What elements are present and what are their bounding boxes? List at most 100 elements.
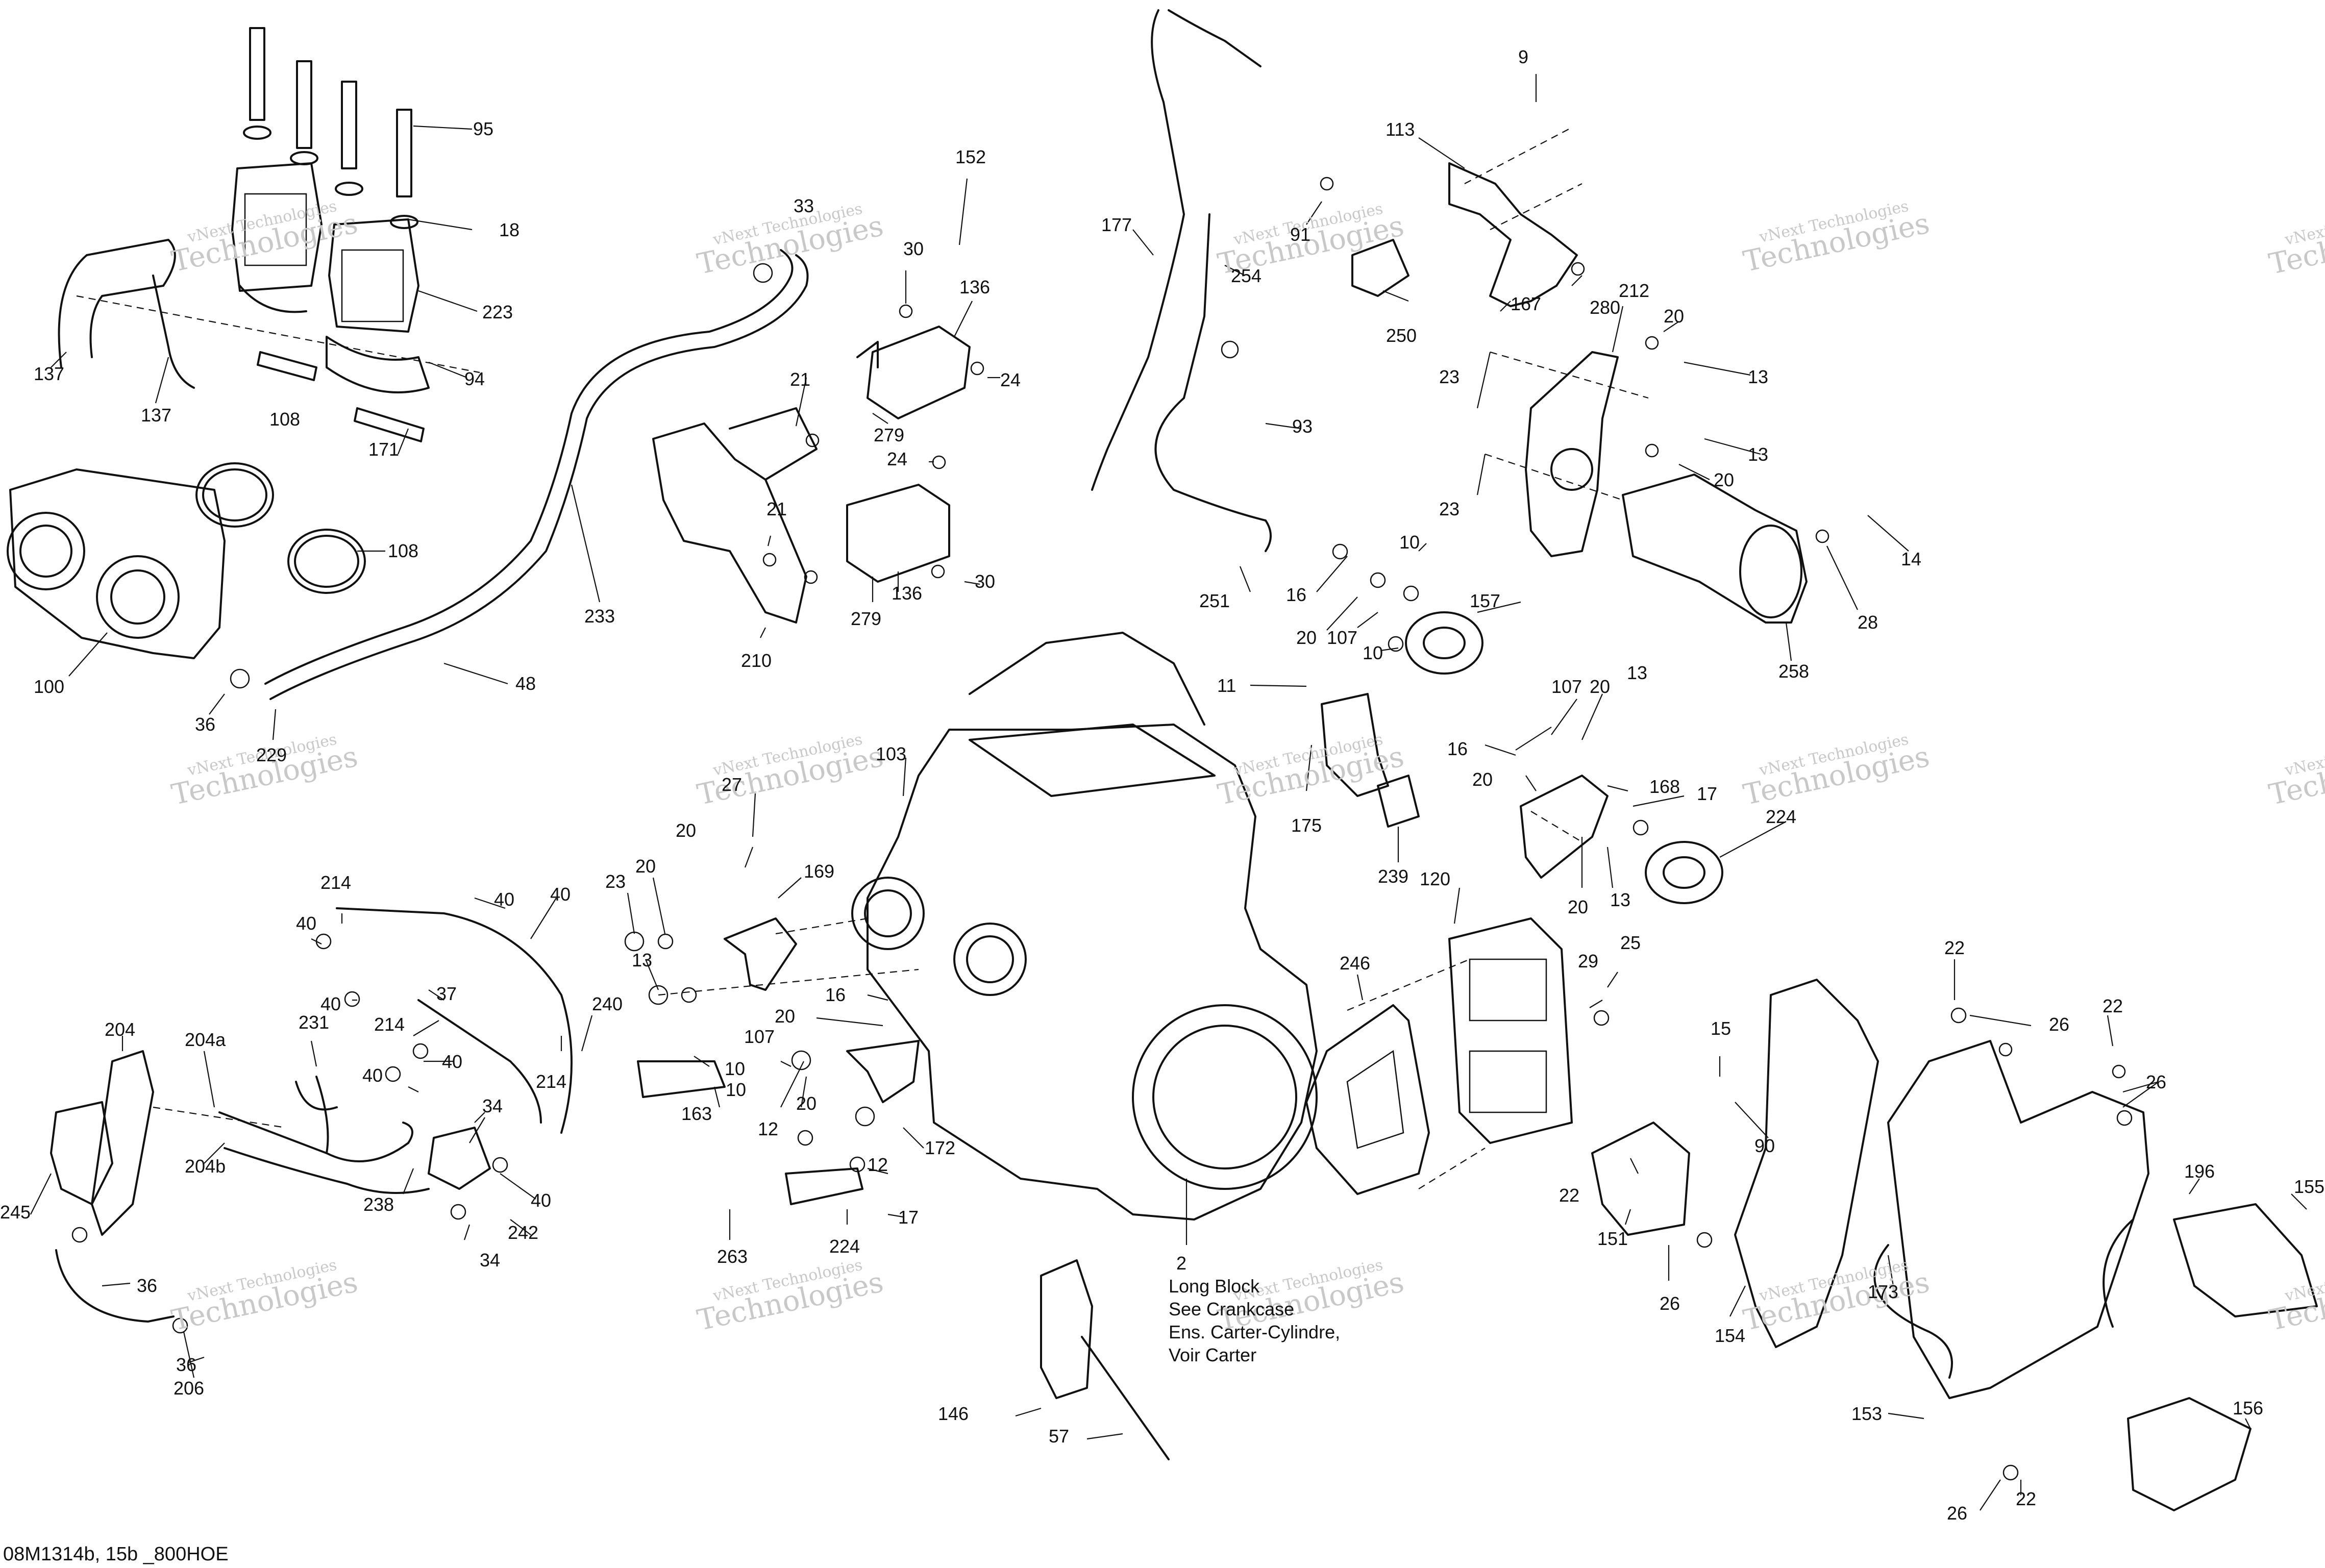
throttle-cable [1091, 9, 1262, 491]
engine-mount-157 [1405, 611, 1483, 675]
callout-label: 24 [1000, 369, 1021, 390]
bracket-top-right [1351, 162, 1578, 307]
callout-label: 229 [256, 744, 287, 765]
callout-label: 16 [825, 984, 846, 1005]
callout-label: 91 [1290, 224, 1310, 245]
watermark-line2: Technologies [2266, 209, 2325, 281]
callout-label: 223 [482, 302, 513, 322]
callout-label: 29 [1578, 951, 1598, 972]
callout-label: 40 [296, 913, 316, 934]
callout-label: 263 [717, 1246, 748, 1267]
callout-label: 100 [34, 676, 64, 697]
vent-hose [1154, 397, 1272, 552]
long-block-note: 2 Long Block See Crankcase Ens. Carter-C… [1169, 1253, 1340, 1365]
part-drawings [7, 9, 2318, 1511]
callout-labels: 95 18 223 94 171 137 137 108 108 100 36 … [0, 46, 2324, 1524]
callout-label: 214 [320, 872, 351, 893]
callout-label: 24 [887, 449, 907, 469]
callout-label: 40 [442, 1051, 462, 1072]
callout-label: 25 [1620, 932, 1641, 953]
oil-dipstick [1040, 1259, 1170, 1460]
callout-label: 108 [388, 540, 418, 561]
callout-label: 17 [1697, 783, 1717, 804]
callout-label: 245 [0, 1202, 31, 1223]
callout-label: 240 [592, 993, 623, 1014]
callout-label: 231 [299, 1012, 329, 1033]
callout-label: 250 [1386, 325, 1417, 346]
callout-label: 23 [1439, 499, 1460, 519]
bracket-246 [1305, 1004, 1430, 1195]
callout-label: 26 [2146, 1072, 2166, 1092]
callout-label: 21 [766, 499, 787, 519]
callout-label: 155 [2294, 1176, 2324, 1197]
callout-label: 30 [903, 238, 924, 259]
callout-label: 163 [681, 1103, 712, 1124]
starter-mount [1525, 351, 1619, 557]
ignition-bolts [243, 27, 418, 229]
callout-label: 22 [2016, 1488, 2036, 1509]
callout-label: 224 [1766, 806, 1796, 827]
side-panels [1734, 979, 2318, 1511]
callout-label: 10 [725, 1058, 745, 1079]
callout-label: 48 [515, 673, 536, 694]
callout-label: 12 [758, 1118, 778, 1139]
callout-label: 21 [790, 369, 810, 390]
callout-label: 153 [1851, 1403, 1882, 1424]
callout-label: 28 [1858, 612, 1878, 633]
callout-label: 107 [1327, 627, 1357, 648]
callout-label: 34 [482, 1096, 503, 1116]
callout-label: 168 [1649, 776, 1680, 797]
note-line: Ens. Carter-Cylindre, [1169, 1322, 1340, 1342]
leader-lines [30, 74, 2307, 1511]
callout-label: 40 [531, 1190, 551, 1211]
engine-block [851, 632, 1318, 1221]
callout-label: 171 [368, 439, 399, 460]
pedal-assembly [50, 1050, 154, 1236]
callout-label: 108 [269, 409, 300, 430]
callout-label: 204 [105, 1019, 135, 1040]
callout-label: 156 [2233, 1398, 2263, 1418]
fuse-box [1591, 1122, 1690, 1236]
callout-label: 40 [550, 884, 571, 905]
callout-label: 13 [1627, 662, 1647, 683]
callout-label: 57 [1049, 1426, 1069, 1447]
callout-label: 152 [955, 146, 986, 167]
note-line: 2 [1176, 1253, 1186, 1274]
callout-label: 279 [874, 425, 904, 445]
callout-label: 246 [1340, 953, 1370, 974]
callout-label: 242 [508, 1222, 538, 1243]
callout-label: 40 [494, 889, 514, 910]
callout-label: 14 [1901, 549, 1921, 569]
callout-label: 172 [925, 1137, 955, 1158]
callout-label: 146 [938, 1403, 969, 1424]
callout-label: 279 [851, 608, 881, 629]
callout-label: 13 [632, 950, 652, 970]
callout-label: 94 [464, 368, 485, 389]
mount-224-right [1645, 841, 1723, 904]
callout-label: 20 [1568, 897, 1588, 917]
wiring-harness [652, 407, 818, 624]
relay-upper [856, 326, 971, 419]
callout-label: 212 [1619, 280, 1649, 301]
bracket-172 [846, 1040, 920, 1103]
callout-label: 11 [1217, 675, 1236, 696]
callout-label: 196 [2184, 1161, 2215, 1182]
callout-label: 20 [1590, 676, 1610, 697]
callout-label: 113 [1386, 119, 1415, 140]
callout-label: 224 [829, 1236, 860, 1257]
diagram-caption: 08M1314b, 15b _800HOE [3, 1544, 229, 1565]
callout-label: 36 [176, 1354, 196, 1375]
callout-label: 137 [141, 405, 171, 426]
callout-label: 157 [1470, 590, 1500, 611]
callout-label: 254 [1231, 265, 1262, 286]
callout-label: 22 [1559, 1185, 1579, 1206]
callout-label: 26 [2049, 1014, 2069, 1035]
callout-label: 204b [185, 1156, 226, 1177]
callout-label: 26 [1947, 1503, 1967, 1524]
lower-left-hoses [55, 907, 573, 1323]
callout-label: 30 [975, 571, 995, 592]
mount-163 [637, 1060, 726, 1098]
watermark-line2: Technologies [2266, 740, 2325, 812]
callout-label: 17 [898, 1207, 919, 1228]
callout-label: 36 [137, 1275, 157, 1296]
